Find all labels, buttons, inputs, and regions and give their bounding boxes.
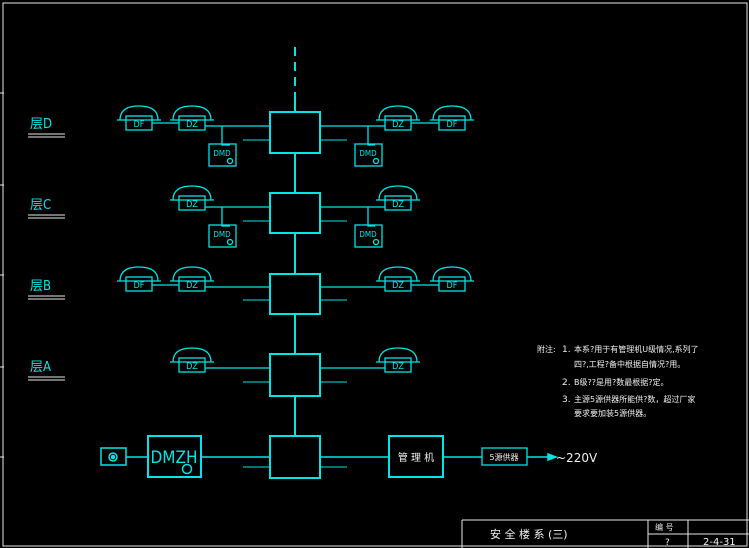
floor-label-a: 层A [28, 360, 65, 381]
svg-text:四?,工程?备中根据自情况?用。: 四?,工程?备中根据自情况?用。 [574, 359, 685, 369]
svg-text:5源供器: 5源供器 [489, 452, 518, 462]
junction-box-floor-b [269, 273, 321, 315]
title-block-drawing-no: 2-4-31 [703, 537, 736, 548]
dz-unit-b-left: DZ [170, 266, 214, 292]
power-supply-unit: 5源供器 [481, 447, 528, 466]
svg-text:层B: 层B [30, 279, 51, 294]
junction-box-floor-d [269, 111, 321, 154]
df-unit-d-right: DF [430, 105, 474, 131]
dz-unit-d-right: DZ [376, 105, 420, 131]
svg-text:层D: 层D [30, 117, 52, 132]
svg-text:DMD: DMD [213, 149, 231, 158]
svg-text:管 理 机: 管 理 机 [398, 451, 434, 464]
dz-unit-c-left: DZ [170, 185, 214, 211]
svg-text:DZ: DZ [186, 200, 198, 210]
floor-c-devices: DZ DMD DZ DMD [170, 185, 420, 248]
dz-unit-c-right: DZ [376, 185, 420, 211]
svg-text:DMD: DMD [359, 149, 377, 158]
svg-text:DMD: DMD [213, 230, 231, 239]
dmd-unit-c-right: DMD [354, 224, 383, 248]
frame-ticks [0, 92, 4, 458]
svg-text:DF: DF [447, 120, 458, 130]
dz-unit-b-right: DZ [376, 266, 420, 292]
floor-label-d: 层D [28, 117, 65, 138]
svg-text:DZ: DZ [186, 281, 198, 291]
dz-unit-a-right: DZ [376, 347, 420, 373]
floor-label-b: 层B [28, 279, 65, 300]
title-block-page: ? [665, 538, 670, 548]
svg-text:DZ: DZ [186, 362, 198, 372]
svg-text:DZ: DZ [186, 120, 198, 130]
voltage-label: ~220V [556, 451, 598, 465]
dz-unit-a-left: DZ [170, 347, 214, 373]
floor-labels: 层D 层C 层B 层A [28, 117, 65, 381]
junction-box-floor-a [269, 353, 321, 397]
svg-text:DZ: DZ [392, 281, 404, 291]
svg-text:要求要加装5源供器。: 要求要加装5源供器。 [574, 408, 651, 418]
dmd-unit-d-left: DMD [208, 143, 237, 167]
svg-text:层C: 层C [30, 198, 51, 213]
svg-text:DF: DF [134, 281, 145, 291]
svg-text:2.: 2. [562, 378, 571, 388]
floor-label-c: 层C [28, 198, 65, 219]
notes-heading: 附注: [537, 344, 556, 354]
floor-b-devices: DF DZ DZ DF [117, 266, 474, 292]
df-unit-b-left: DF [117, 266, 161, 292]
df-unit-b-right: DF [430, 266, 474, 292]
svg-text:层A: 层A [30, 360, 51, 375]
svg-text:本系?用于有管理机U级情况,系列了: 本系?用于有管理机U级情况,系列了 [574, 344, 699, 354]
svg-text:B级??是用?数最根据?定。: B级??是用?数最根据?定。 [574, 377, 668, 387]
dmd-unit-c-left: DMD [208, 224, 237, 248]
svg-text:DMZH: DMZH [151, 448, 198, 468]
title-block-header: 编 号 [655, 522, 674, 532]
main-line: DMZH 管 理 机 5源供器 [100, 435, 559, 478]
svg-text:DF: DF [447, 281, 458, 291]
floor-a-devices: DZ DZ [170, 347, 420, 373]
title-block: 安 全 楼 系 (三) 编 号 ? 2-4-31 [461, 519, 749, 548]
junction-stubs [243, 139, 347, 468]
svg-text:3.: 3. [562, 395, 571, 405]
svg-text:DF: DF [134, 120, 145, 130]
svg-text:DMD: DMD [359, 230, 377, 239]
dmd-unit-d-right: DMD [354, 143, 383, 167]
svg-text:主源5源供器所能供?数，超过厂家: 主源5源供器所能供?数，超过厂家 [574, 394, 695, 404]
dmzh-unit: DMZH [147, 435, 202, 478]
notes: 附注: 1. 本系?用于有管理机U级情况,系列了 四?,工程?备中根据自情况?用… [537, 344, 699, 418]
svg-text:DZ: DZ [392, 120, 404, 130]
floor-d-devices: DF DZ DMD DZ DF DMD [117, 105, 474, 167]
title-block-title: 安 全 楼 系 (三) [490, 527, 568, 541]
df-unit-d-left: DF [117, 105, 161, 131]
svg-text:DZ: DZ [392, 200, 404, 210]
junction-box-main [269, 435, 321, 479]
svg-text:1.: 1. [562, 345, 571, 355]
manager-unit: 管 理 机 [388, 435, 444, 478]
svg-text:DZ: DZ [392, 362, 404, 372]
junction-box-floor-c [269, 192, 321, 234]
